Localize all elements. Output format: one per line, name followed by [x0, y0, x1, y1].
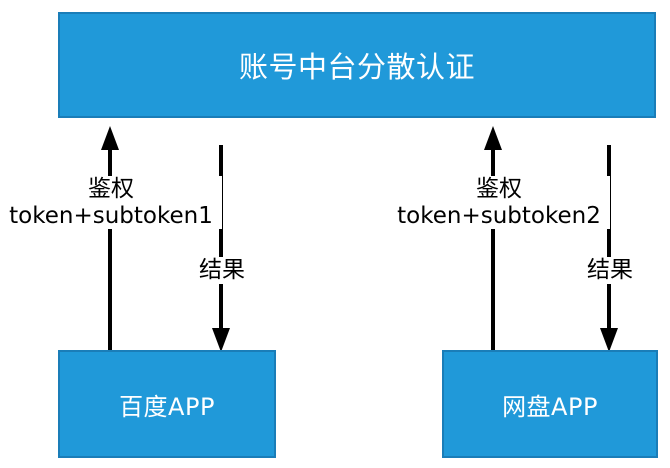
node-baidu-app-label: 百度APP — [119, 392, 215, 421]
edge-label-left-auth: 鉴权 token+subtoken1 — [0, 176, 222, 230]
edge-label-left-auth-line1: 鉴权 — [88, 176, 134, 202]
edge-label-right-auth: 鉴权 token+subtoken2 — [388, 176, 610, 230]
edge-label-right-auth-line2: token+subtoken2 — [397, 202, 601, 229]
edge-label-right-auth-line1: 鉴权 — [476, 176, 522, 202]
node-netdisk-app[interactable]: 网盘APP — [442, 350, 658, 458]
node-baidu-app[interactable]: 百度APP — [58, 350, 276, 458]
node-account-center-label: 账号中台分散认证 — [238, 50, 475, 84]
edge-label-right-result: 结果 — [564, 257, 656, 284]
edge-label-left-auth-line2: token+subtoken1 — [9, 202, 213, 229]
edge-label-left-result-line1: 结果 — [199, 257, 245, 283]
edge-right-up — [484, 126, 502, 350]
edge-left-up — [101, 126, 119, 350]
node-netdisk-app-label: 网盘APP — [502, 392, 598, 421]
node-account-center[interactable]: 账号中台分散认证 — [58, 12, 656, 118]
edge-label-left-result: 结果 — [176, 257, 268, 284]
edge-label-right-result-line1: 结果 — [587, 257, 633, 283]
